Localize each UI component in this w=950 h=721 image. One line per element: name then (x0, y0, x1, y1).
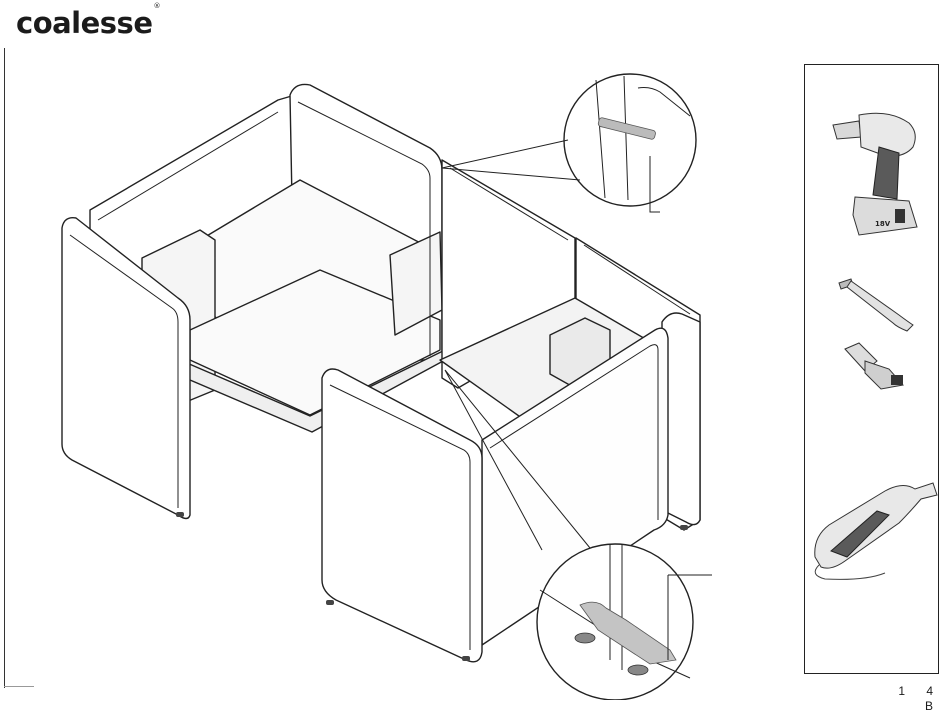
front-left-panel (322, 369, 482, 662)
left-margin-rule (4, 48, 5, 688)
registered-mark: ® (153, 2, 160, 10)
page-number-line1: 1 4 (898, 684, 942, 699)
hot-knife-tool-icon (805, 477, 940, 587)
page-number: 1 4 B (898, 684, 942, 714)
booth-assembly-illustration (50, 60, 790, 700)
cordless-drill-icon: 18V (829, 107, 924, 242)
page-number-line2: B (898, 699, 942, 714)
socket-adapter-icon (841, 341, 913, 391)
bottom-margin-rule (4, 686, 34, 687)
driver-bit-icon (835, 277, 920, 332)
brand-name: coalesse (16, 6, 152, 40)
required-tools-panel: 18V (804, 64, 939, 674)
brand-logo: coalesse® (16, 6, 160, 40)
drill-voltage-label: 18V (875, 220, 891, 228)
